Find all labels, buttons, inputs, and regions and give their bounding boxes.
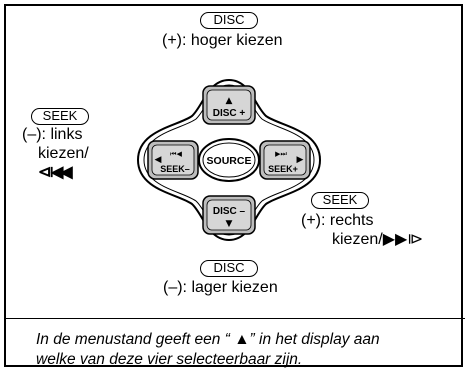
seek-plus-button[interactable]: ▶⏭ ▶ SEEK+ xyxy=(259,140,311,180)
seek-minus-caption: (–): links xyxy=(22,126,83,143)
disc-badge-bottom: DISC xyxy=(200,260,258,277)
disc-plus-caption: (+): hoger kiezen xyxy=(162,32,283,49)
disc-plus-button[interactable]: ▲ DISC + xyxy=(202,85,256,125)
fast-forward-icon: ▶⏭ xyxy=(275,150,287,158)
left-arrow-icon: ◀ xyxy=(155,155,162,165)
menu-note-line-1: In de menustand geeft een “ ▲” in het di… xyxy=(36,331,380,348)
seek-plus-label: SEEK+ xyxy=(268,164,298,174)
seek-minus-caption-2: kiezen/ xyxy=(38,145,89,162)
skip-back-symbol: ⧏◀◀ xyxy=(38,164,73,181)
disc-badge-top: DISC xyxy=(200,12,258,29)
seek-badge-left: SEEK xyxy=(31,108,89,125)
menu-note-line-2: welke van deze vier selecteerbaar zijn. xyxy=(36,351,303,368)
seek-minus-label: SEEK– xyxy=(160,164,190,174)
up-arrow-icon: ▲ xyxy=(226,96,233,106)
source-button[interactable]: SOURCE xyxy=(198,138,260,182)
right-arrow-icon: ▶ xyxy=(297,155,304,165)
rewind-icon: ⏮◀ xyxy=(170,150,182,158)
seek-badge-right: SEEK xyxy=(311,192,369,209)
disc-minus-button[interactable]: DISC – ▼ xyxy=(202,195,256,235)
note-divider xyxy=(4,318,465,319)
down-arrow-icon: ▼ xyxy=(226,219,233,229)
disc-plus-label: DISC + xyxy=(213,108,246,119)
disc-minus-label: DISC – xyxy=(213,206,246,217)
seek-plus-caption-2: kiezen/▶▶⧐ xyxy=(332,231,424,248)
seek-minus-button[interactable]: ◀ ⏮◀ SEEK– xyxy=(147,140,199,180)
menu-note: In de menustand geeft een “ ▲” in het di… xyxy=(36,330,461,370)
source-label: SOURCE xyxy=(207,155,252,167)
disc-minus-caption: (–): lager kiezen xyxy=(163,279,278,296)
seek-plus-caption: (+): rechts xyxy=(301,212,374,229)
diagram-frame xyxy=(4,4,463,367)
